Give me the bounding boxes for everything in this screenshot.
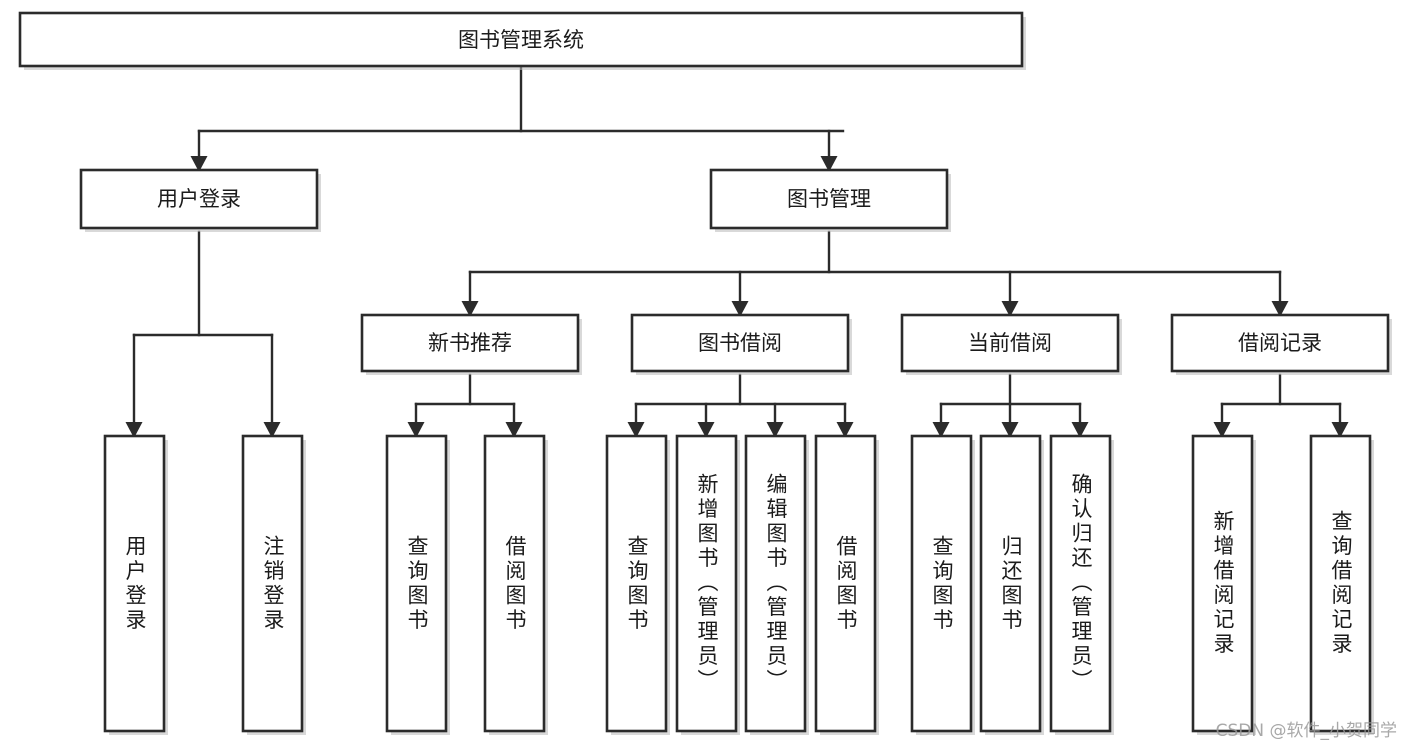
leaf-query-book-3-rect[interactable] [910, 434, 973, 733]
node-book-borrow[interactable]: 图书借阅 [630, 313, 852, 375]
node-root-label: 图书管理系统 [458, 28, 584, 52]
node-current-borrow-rect[interactable] [900, 313, 1120, 373]
node-new-book-rec[interactable]: 新书推荐 [360, 313, 582, 375]
node-book-manage-rect[interactable] [709, 168, 949, 230]
node-book-borrow-label: 图书借阅 [698, 331, 782, 355]
node-borrow-record-label: 借阅记录 [1238, 331, 1322, 355]
leaf-query-book-1-rect[interactable] [385, 434, 448, 733]
leaf-query-book-2-rect[interactable] [605, 434, 668, 733]
leaf-boxes-group [103, 434, 1374, 735]
node-root[interactable]: 图书管理系统 [18, 11, 1026, 70]
node-book-manage[interactable]: 图书管理 [709, 168, 951, 232]
node-book-borrow-rect[interactable] [630, 313, 850, 373]
node-book-manage-label: 图书管理 [787, 187, 871, 211]
leaf-query-record-rect[interactable] [1309, 434, 1372, 733]
node-current-borrow-label: 当前借阅 [968, 331, 1052, 355]
connector-group [125, 64, 1349, 438]
node-borrow-record[interactable]: 借阅记录 [1170, 313, 1392, 375]
node-new-book-rec-label: 新书推荐 [428, 331, 512, 355]
leaf-return-book-rect[interactable] [979, 434, 1042, 733]
node-root-rect[interactable] [18, 11, 1024, 68]
leaf-confirm-return-rect[interactable] [1049, 434, 1112, 733]
leaf-add-book-rect[interactable] [675, 434, 738, 733]
node-new-book-rec-rect[interactable] [360, 313, 580, 373]
leaf-add-record-rect[interactable] [1191, 434, 1254, 733]
node-current-borrow[interactable]: 当前借阅 [900, 313, 1122, 375]
leaf-logout-login-rect[interactable] [241, 434, 304, 733]
node-user-login-rect[interactable] [79, 168, 319, 230]
leaf-edit-book-rect[interactable] [744, 434, 807, 733]
node-borrow-record-rect[interactable] [1170, 313, 1390, 373]
leaf-user-login-rect[interactable] [103, 434, 166, 733]
leaf-borrow-book-2-rect[interactable] [814, 434, 877, 733]
node-user-login[interactable]: 用户登录 [79, 168, 321, 232]
leaf-borrow-book-1-rect[interactable] [483, 434, 546, 733]
node-user-login-label: 用户登录 [157, 187, 241, 211]
csdn-watermark: CSDN @软件_小贺同学 [1215, 721, 1397, 741]
